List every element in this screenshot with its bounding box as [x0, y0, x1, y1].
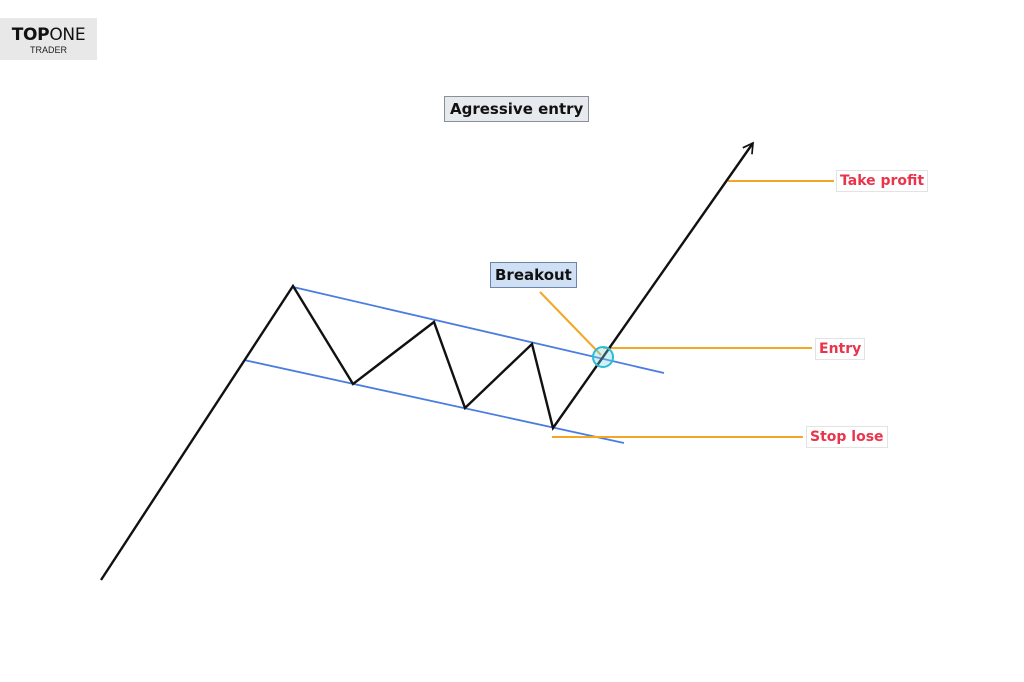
chart-title: Agressive entry: [444, 96, 590, 122]
logo-brand: TOPONE: [0, 25, 97, 45]
stop-loss-label: Stop lose: [806, 426, 888, 448]
topone-trader-logo: TOPONE TRADER: [0, 18, 97, 60]
entry-label: Entry: [815, 338, 866, 360]
breakout-marker-icon: [592, 346, 614, 368]
breakout-label: Breakout: [490, 262, 577, 288]
price-path: [99, 141, 754, 581]
logo-brand-light: ONE: [49, 25, 86, 45]
lower-channel-line: [243, 359, 625, 444]
breakout-pointer-line: [539, 291, 602, 356]
logo-subtitle: TRADER: [29, 45, 67, 55]
take-profit-label: Take profit: [836, 170, 929, 192]
logo-brand-bold: TOP: [11, 25, 50, 45]
